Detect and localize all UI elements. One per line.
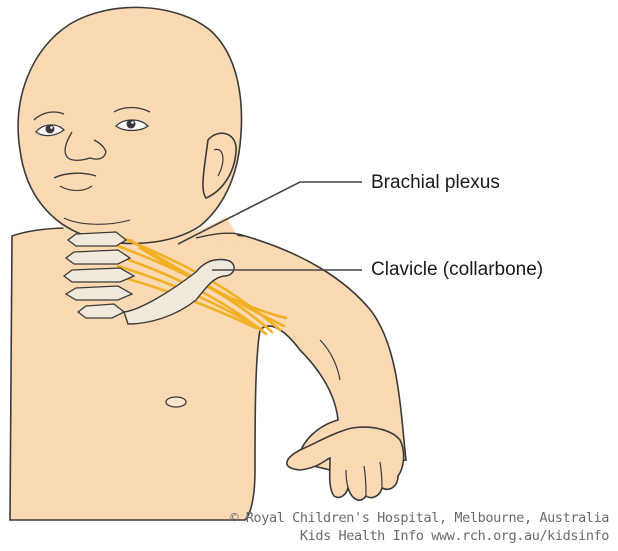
baby-nipple [166,397,186,407]
baby-ear [203,133,236,198]
baby-hand [287,427,404,500]
source-url-line: Kids Health Info www.rch.org.au/kidsinfo [300,528,609,544]
clavicle-label: Clavicle (collarbone) [371,259,543,281]
copyright-line: © Royal Children's Hospital, Melbourne, … [230,510,609,526]
brachial-plexus-label: Brachial plexus [371,172,500,194]
